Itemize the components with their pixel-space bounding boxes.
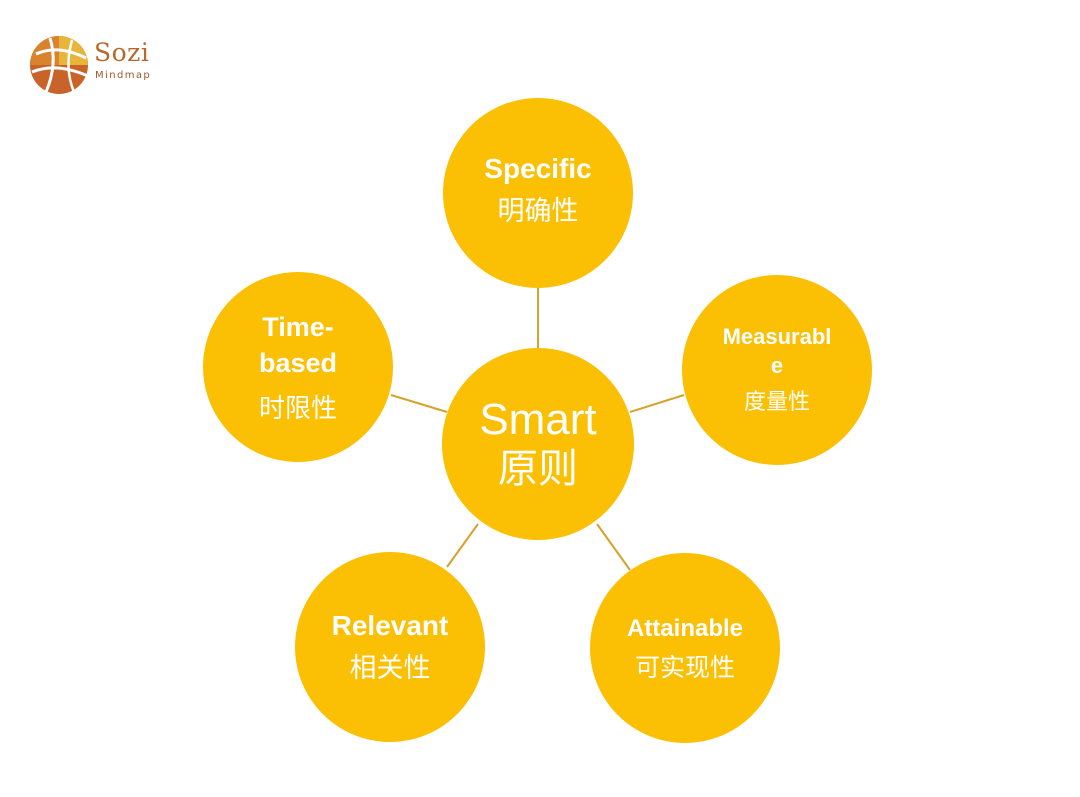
node-measurable: Measurabl e 度量性	[682, 275, 872, 465]
node-attainable-label-zh: 可实现性	[634, 652, 735, 682]
node-attainable-label-en: Attainable	[626, 615, 743, 643]
node-relevant-label-en: Relevant	[331, 610, 449, 642]
sozi-logo-mark-icon	[30, 36, 89, 94]
node-timebased: Time- based 时限性	[203, 272, 393, 462]
logo-subtitle: Mindmap	[95, 70, 152, 81]
sozi-logo: Sozi Mindmap	[28, 34, 168, 98]
node-attainable: Attainable 可实现性	[590, 553, 780, 743]
node-specific-label-en: Specific	[484, 153, 592, 185]
node-measurable-label-en: Measurabl e	[722, 324, 832, 378]
node-specific-label-zh: 明确性	[497, 196, 579, 228]
center-subtitle: 原则	[498, 446, 578, 493]
node-measurable-label-zh: 度量性	[743, 390, 810, 416]
center-title: Smart	[479, 394, 597, 444]
connector-timebased	[390, 394, 448, 413]
node-relevant-label-zh: 相关性	[349, 653, 431, 685]
center-node: Smart 原则	[442, 348, 634, 540]
node-relevant: Relevant 相关性	[295, 552, 485, 742]
connector-attainable	[596, 523, 631, 571]
node-specific: Specific 明确性	[443, 98, 633, 288]
connector-relevant	[446, 523, 479, 568]
node-timebased-label-zh: 时限性	[258, 393, 337, 424]
node-timebased-label-en: Time- based	[258, 311, 338, 379]
logo-name: Sozi	[94, 38, 150, 67]
connector-measurable	[629, 394, 685, 413]
